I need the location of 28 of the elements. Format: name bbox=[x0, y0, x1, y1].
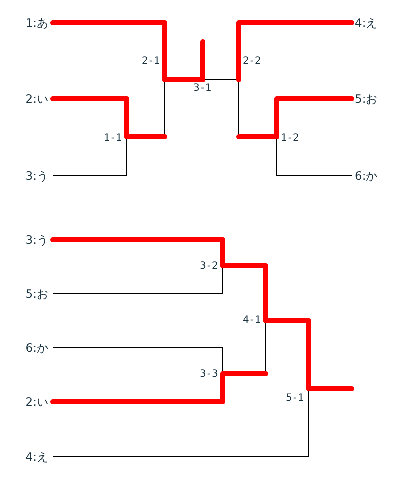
bracket-line bbox=[52, 388, 310, 458]
entry-label: 4:え bbox=[26, 450, 49, 464]
match-label: 2-2 bbox=[243, 56, 262, 68]
entry-label: 4:え bbox=[355, 16, 378, 30]
bracket-line bbox=[52, 348, 224, 374]
bracket-line bbox=[236, 20, 354, 82]
bracket-line bbox=[52, 136, 128, 176]
entry-label: 6:か bbox=[26, 341, 49, 355]
match-label: 1-2 bbox=[281, 133, 300, 145]
match-label: 5-1 bbox=[286, 393, 306, 405]
bracket-line bbox=[276, 136, 352, 176]
match-label: 4-1 bbox=[243, 315, 262, 327]
entry-label: 2:い bbox=[26, 92, 49, 106]
entry-label: 1:あ bbox=[26, 16, 49, 30]
match-label: 3-3 bbox=[200, 369, 220, 381]
match-label: 1-1 bbox=[104, 133, 124, 145]
entry-label: 6:か bbox=[355, 169, 378, 183]
match-label: 3-1 bbox=[194, 83, 213, 95]
entry-label: 5:お bbox=[26, 287, 49, 301]
entry-label: 3:う bbox=[26, 169, 49, 183]
entry-label: 2:い bbox=[26, 395, 49, 409]
entry-label: 5:お bbox=[355, 92, 378, 106]
entry-label: 3:う bbox=[26, 233, 49, 247]
bracket-line bbox=[52, 266, 224, 294]
match-label: 2-1 bbox=[142, 56, 162, 68]
bracket-line bbox=[306, 386, 354, 392]
bracket-line bbox=[200, 40, 206, 82]
match-label: 3-2 bbox=[200, 261, 220, 273]
